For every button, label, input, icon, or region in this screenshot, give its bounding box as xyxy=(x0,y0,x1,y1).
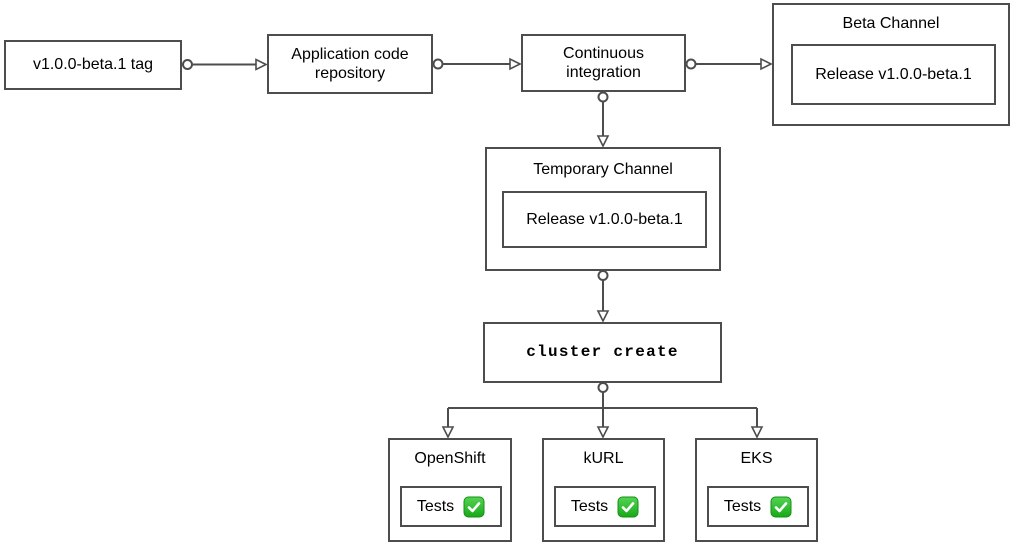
temporary-channel-release-box: Release v1.0.0-beta.1 xyxy=(502,191,707,248)
version-tag-label: v1.0.0-beta.1 tag xyxy=(32,56,154,74)
openshift-title: OpenShift xyxy=(414,450,486,467)
node-application-code-repository: Application code repository xyxy=(267,34,433,94)
cluster-create-label: cluster create xyxy=(526,342,679,361)
continuous-integration-label: Continuous integration xyxy=(563,44,644,81)
connector-cluster-create-to-clusters xyxy=(441,382,764,439)
eks-tests-label: Tests xyxy=(723,497,762,515)
kurl-tests-box: Tests xyxy=(554,486,656,527)
eks-title: EKS xyxy=(740,450,773,467)
node-cluster-eks: EKS Tests xyxy=(695,438,818,542)
temporary-channel-release-label: Release v1.0.0-beta.1 xyxy=(526,210,683,228)
eks-tests-box: Tests xyxy=(707,486,809,527)
temporary-channel-title: Temporary Channel xyxy=(533,161,673,178)
openshift-tests-box: Tests xyxy=(400,486,502,527)
application-code-repository-label: Application code repository xyxy=(291,45,409,82)
green-check-icon xyxy=(617,496,639,517)
beta-channel-release-label: Release v1.0.0-beta.1 xyxy=(815,65,972,83)
openshift-tests-label: Tests xyxy=(416,497,455,515)
connector-ci-to-temporary-channel xyxy=(596,91,610,148)
node-cluster-create: cluster create xyxy=(483,322,722,383)
beta-channel-title: Beta Channel xyxy=(842,15,940,32)
connector-tag-to-repo xyxy=(182,58,268,71)
node-continuous-integration: Continuous integration xyxy=(521,34,686,92)
beta-channel-release-box: Release v1.0.0-beta.1 xyxy=(791,44,996,105)
connector-repo-to-ci xyxy=(432,57,522,71)
kurl-tests-label: Tests xyxy=(570,497,609,515)
green-check-icon xyxy=(770,496,792,517)
node-temporary-channel: Temporary Channel Release v1.0.0-beta.1 xyxy=(485,147,721,271)
kurl-title: kURL xyxy=(583,450,624,467)
connector-temporary-channel-to-cluster-create xyxy=(596,270,610,323)
node-version-tag: v1.0.0-beta.1 tag xyxy=(4,40,182,90)
node-beta-channel: Beta Channel Release v1.0.0-beta.1 xyxy=(772,3,1010,126)
node-cluster-openshift: OpenShift Tests xyxy=(388,438,512,542)
green-check-icon xyxy=(463,496,485,517)
connector-ci-to-beta-channel xyxy=(685,57,773,71)
node-cluster-kurl: kURL Tests xyxy=(542,438,665,542)
